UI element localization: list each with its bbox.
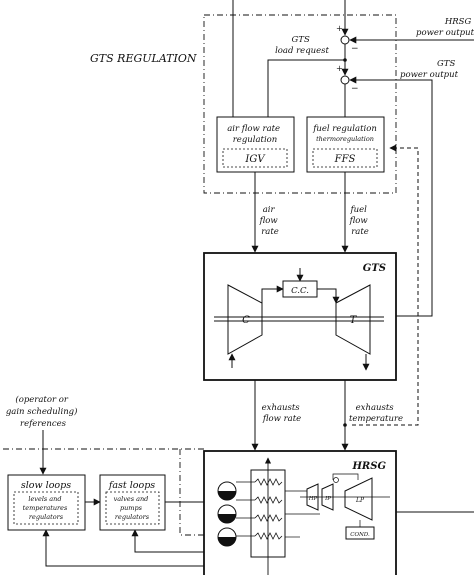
sign-lower-minus: − <box>351 84 359 94</box>
condenser-label: COND. <box>350 532 370 538</box>
crossover-valve <box>333 477 339 483</box>
hrsg-regulation-frame-right <box>179 449 204 536</box>
gts-regulation-frame <box>203 14 397 194</box>
slow-loops-inner <box>13 491 79 525</box>
igv-label: IGV <box>244 154 266 165</box>
sign-upper-plus: + <box>336 24 343 33</box>
ip-label: IP <box>324 496 331 502</box>
hrsg-title: HRSG <box>351 461 386 472</box>
fuel-regulation-label: fuel regulation <box>312 124 377 134</box>
fast-loops-inner <box>105 491 160 525</box>
coil-2 <box>254 496 283 504</box>
ffs-inner-box <box>312 148 378 168</box>
cc-to-turbine <box>317 288 340 304</box>
fast-loops-label: fast loops <box>108 480 155 491</box>
air-flow-regulation-box <box>216 116 295 173</box>
exhausts-temperature-label: exhausts temperature <box>349 403 403 424</box>
air-flow-regulation-label: air flow rate regulation <box>227 124 283 145</box>
air-flow-rate-label: air flow rate <box>259 205 281 237</box>
summing-junction-lower <box>340 75 350 85</box>
summing-junction-upper <box>340 35 350 45</box>
gts-power-output-label: GTS power output <box>400 59 459 80</box>
turbine-label: T <box>350 315 358 326</box>
drum-ip <box>217 504 237 524</box>
drum-lp <box>217 527 237 547</box>
gts-regulation-title: GTS REGULATION <box>90 52 197 65</box>
gts-power-output-feedback <box>349 76 433 317</box>
ffs-label: FFS <box>334 154 356 165</box>
drum-hp <box>217 481 237 501</box>
igv-inner-box <box>222 148 288 168</box>
hrsg-to-slow-feedback <box>42 529 204 567</box>
gts-title: GTS <box>363 263 386 274</box>
compressor-label: C <box>242 315 250 326</box>
sign-lower-plus: + <box>336 64 343 73</box>
compressor-to-cc <box>261 285 284 303</box>
slow-loops-box <box>7 474 86 531</box>
fuel-regulation-box <box>306 116 385 173</box>
hrsg-power-output-label: HRSG power output <box>416 17 474 38</box>
fast-loops-detail: valves and pumps regulators <box>114 495 151 521</box>
hp-label: HP <box>308 496 318 502</box>
combustion-chamber-label: C.C. <box>291 286 309 296</box>
coil-4 <box>254 532 283 540</box>
exhausts-flow-rate-label: exhausts flow rate <box>262 403 303 424</box>
ip-to-lp-crossover <box>332 473 359 480</box>
compressor-shape <box>227 284 263 355</box>
exhaust-temp-tap <box>343 423 347 427</box>
coil-1 <box>254 478 283 486</box>
thermoregulation-label: thermoregulation <box>316 135 374 143</box>
gts-load-request-label: GTS load request <box>275 35 329 56</box>
branch-dot <box>343 58 347 62</box>
slow-loops-label: slow loops <box>21 480 71 491</box>
lp-turbine <box>344 477 373 521</box>
fuel-flow-rate-label: fuel flow rate <box>349 205 371 237</box>
sign-upper-minus: − <box>351 44 359 54</box>
references-label: (operator or gain scheduling) references <box>6 394 80 429</box>
hrsg-to-fast-feedback <box>131 529 204 553</box>
exhaust-temperature-feedback <box>352 144 419 426</box>
coil-3 <box>254 514 283 522</box>
turbine-shape <box>335 284 371 355</box>
fast-loops-box <box>99 474 166 531</box>
lp-label: LP <box>355 497 365 504</box>
slow-loops-detail: levels and temperatures regulators <box>23 495 70 521</box>
